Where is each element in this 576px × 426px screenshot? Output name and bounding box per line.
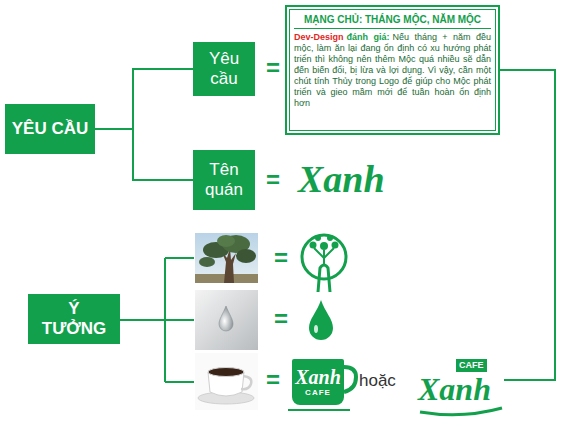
- requirement-box: MẠNG CHỦ: THÁNG MỘC, NĂM MỘC Dev-Designđá…: [285, 5, 500, 135]
- connector-line: [500, 70, 555, 380]
- logo-text: Xanh: [418, 372, 504, 406]
- author-name: Dev-Design: [294, 32, 344, 42]
- topic-box: Tên quán: [193, 150, 255, 210]
- box-label: Ý TƯỞNG: [34, 299, 114, 339]
- coffee-cup-photo: [195, 353, 258, 410]
- cafe-logo: XanhCAFE: [292, 359, 344, 405]
- equals-sign: =: [270, 244, 292, 272]
- tree-photo: [195, 233, 258, 283]
- body-text: Nếu tháng + năm đều mộc, làm ăn lại đang…: [294, 32, 491, 108]
- or-word: hoặc: [359, 370, 396, 392]
- box-heading: MẠNG CHỦ: THÁNG MỘC, NĂM MỘC: [294, 13, 491, 29]
- connector-line: [95, 129, 193, 180]
- section-box: Ý TƯỞNG: [28, 294, 120, 344]
- topic-box: Yêu cầu: [193, 42, 255, 96]
- cafe-logo: CAFEXanh: [418, 354, 504, 406]
- equals-sign: =: [262, 166, 284, 194]
- tree-logo: [302, 235, 346, 292]
- bracket-lines: [120, 258, 194, 382]
- box-label: Tên quán: [199, 160, 249, 200]
- water-drop-photo: [195, 290, 258, 350]
- equals-sign: =: [270, 305, 292, 333]
- logo-text: CAFE: [305, 388, 331, 398]
- box-body: Dev-Designđánh giá:Nếu tháng + năm đều m…: [294, 32, 491, 109]
- brand-name: Xanh: [298, 158, 385, 200]
- equals-sign: =: [262, 54, 284, 82]
- logo-text: Xanh: [295, 366, 341, 388]
- connector-line: [95, 69, 193, 129]
- box-label: YÊU CẦU: [12, 119, 89, 139]
- logo-text: CAFE: [456, 359, 487, 372]
- body-lead: đánh giá:: [347, 32, 390, 42]
- box-label: Yêu cầu: [199, 49, 249, 89]
- equals-sign: =: [262, 366, 284, 394]
- section-box: YÊU CẦU: [5, 104, 95, 154]
- drop-logo: [309, 300, 333, 340]
- cafe-logo-swoosh: [420, 408, 502, 415]
